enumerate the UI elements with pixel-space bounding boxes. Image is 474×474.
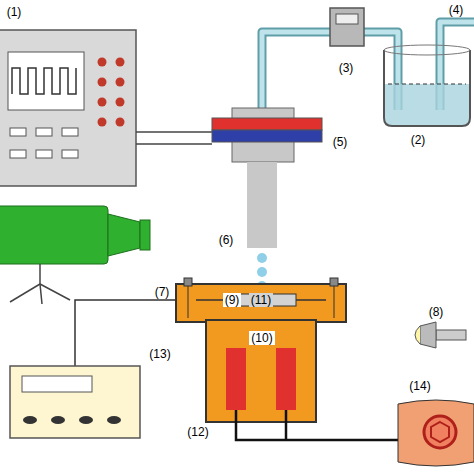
light-source [415, 322, 466, 348]
callout-number: (12) [185, 425, 210, 439]
camera [0, 206, 150, 304]
callout-number: (3) [337, 61, 356, 75]
callout-number: (14) [407, 379, 432, 393]
nozzle [247, 162, 277, 248]
callout-number: (2) [409, 133, 428, 147]
power-supply [398, 400, 474, 466]
callout-number: (1) [5, 5, 24, 19]
function-generator [0, 30, 136, 186]
callout-number: (5) [331, 135, 350, 149]
control-wire [75, 300, 182, 366]
signal-wire [136, 132, 212, 144]
callout-number: (8) [427, 305, 446, 319]
temperature-controller [10, 366, 140, 438]
callout-number: (4) [447, 3, 466, 17]
callout-number: (13) [147, 347, 172, 361]
callout-number: (7) [153, 285, 172, 299]
callout-number: (9) [223, 293, 242, 307]
beaker [384, 45, 470, 126]
piezo-actuator [212, 108, 322, 162]
heater-wire [236, 410, 398, 440]
heating-stage [176, 278, 346, 422]
pump [330, 8, 364, 46]
callout-number: (11) [249, 293, 273, 307]
callout-number: (10) [249, 331, 274, 345]
callout-number: (6) [217, 233, 236, 247]
